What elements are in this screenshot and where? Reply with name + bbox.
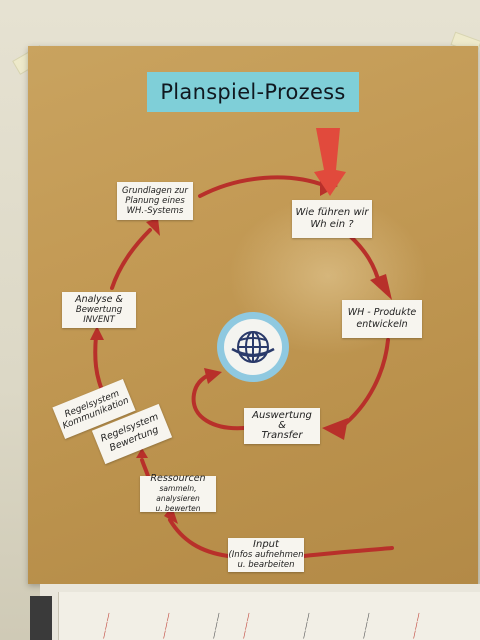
card-ressourcen-line1: Ressourcen [150,473,206,484]
card-grundlagen: Grundlagen zur Planung eines WH.-Systems [117,182,193,220]
card-input-line2: (Infos aufnehmen [228,550,304,560]
card-produkte-line2: entwickeln [356,319,408,330]
card-analyse: Analyse & Bewertung INVENT [62,292,136,328]
card-grundlagen-line2: Planung eines [125,196,185,206]
card-produkte: WH - Produkte entwickeln [342,300,422,338]
arrowhead-spiral [204,368,222,384]
card-input: Input (Infos aufnehmen u. bearbeiten [228,538,304,572]
card-analyse-line2: Bewertung [75,305,123,315]
card-wie-fuehren: Wie führen wir Wh ein ? [292,200,372,238]
arrowhead-produkte [370,274,392,300]
arrow-input-line [302,546,394,558]
card-input-line3: u. bearbeiten [237,560,295,570]
arrowhead-grundlagen [146,218,160,236]
arrow-grundlagen-to-wie [198,175,328,198]
arrowhead-analyse [90,326,104,340]
card-wie-line2: Wh ein ? [310,219,354,230]
card-analyse-line3: INVENT [83,315,115,325]
globe-icon-svg [231,331,275,363]
arrow-regel-to-analyse [93,334,104,392]
card-ressourcen-line2: sammeln, analysieren [156,484,200,503]
card-analyse-line1: Analyse & [75,294,123,305]
card-auswertung-line2: & [278,420,286,431]
card-grundlagen-line3: WH.-Systems [126,206,184,216]
dark-frame-corner [30,596,52,640]
arrow-ressourcen-to-regel [140,458,150,478]
background-flipchart: ——— ——— ——— ——— ——— ——— ——— [58,592,480,640]
arrowhead-regel [136,448,148,458]
arrow-produkte-to-auswertung [338,338,390,430]
globe-icon [224,319,282,375]
card-produkte-line1: WH - Produkte [347,307,417,318]
arrow-analyse-to-grundlagen [110,228,152,290]
card-auswertung-line3: Transfer [261,430,303,441]
arrowhead-auswertung [322,418,348,440]
big-arrow-entry [314,128,346,196]
card-ressourcen-line3: u. bewerten [155,504,201,513]
card-auswertung-line1: Auswertung [252,410,312,421]
card-wie-line1: Wie führen wir [295,207,369,218]
card-ressourcen: Ressourcen sammeln, analysieren u. bewer… [140,473,216,513]
card-grundlagen-line1: Grundlagen zur [122,186,188,196]
card-auswertung: Auswertung & Transfer [244,408,320,444]
arrowhead-ressourcen [164,506,178,524]
arrow-auswertung-spiral [191,372,246,431]
arrow-input-to-ressourcen [168,518,230,558]
poster-title: Planspiel-Prozess [147,72,359,112]
center-emblem [217,312,289,382]
card-input-line1: Input [253,539,279,550]
